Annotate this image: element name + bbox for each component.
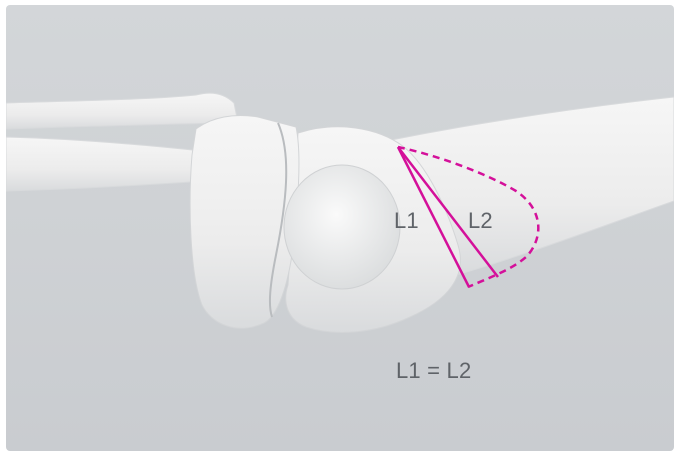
diagram-canvas: L1 L2 L1 = L2 [6,5,674,451]
ulna-bone [6,137,206,191]
equation-label: L1 = L2 [396,358,471,384]
label-l2: L2 [468,208,493,234]
label-l1: L1 [394,208,419,234]
humeral-condyle [284,165,400,289]
elbow-bone-illustration [6,5,674,451]
radius-bone [6,93,238,129]
